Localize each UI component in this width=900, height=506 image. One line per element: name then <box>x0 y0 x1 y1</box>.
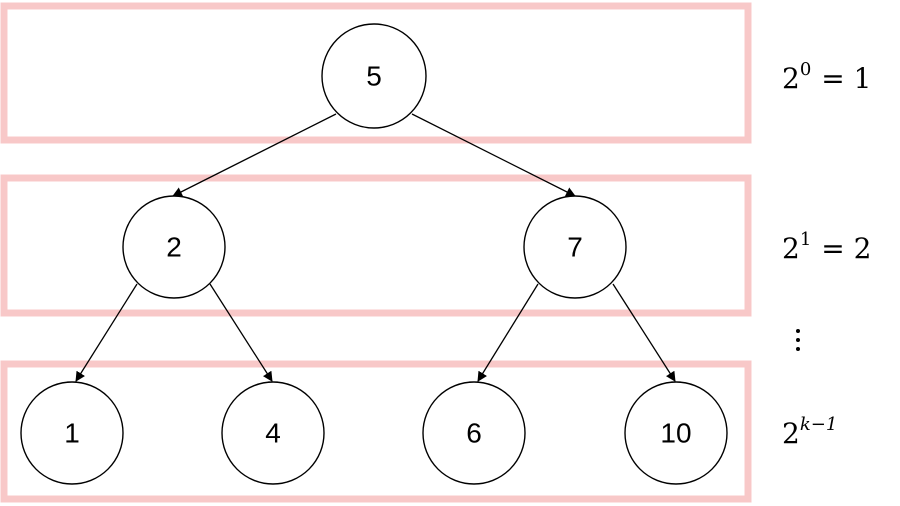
node-label: 6 <box>466 418 482 449</box>
level-count-1: 21 = 2 <box>782 229 871 265</box>
node-label: 5 <box>366 61 382 92</box>
tree-node-left-right: 4 <box>221 381 325 485</box>
count-base: 2 <box>782 62 800 95</box>
node-label: 2 <box>166 232 182 263</box>
node-label: 7 <box>567 232 583 263</box>
edge-right-right-right <box>612 283 676 382</box>
count-equals: = 1 <box>821 62 871 95</box>
node-circle <box>422 381 526 485</box>
node-circle <box>20 381 124 485</box>
count-exponent: 1 <box>800 229 811 250</box>
vertical-ellipsis-icon <box>796 329 800 351</box>
edge-left-left-left <box>75 283 138 382</box>
edge-right-right-left <box>477 283 539 382</box>
node-label: 1 <box>64 418 80 449</box>
node-label: 4 <box>265 418 281 449</box>
level-count-0: 20 = 1 <box>782 59 871 95</box>
tree-edges <box>75 113 676 382</box>
level-count-k: 2k−1 <box>782 414 837 450</box>
tree-node-root: 5 <box>321 23 427 129</box>
node-circle <box>122 195 226 299</box>
count-exponent: 0 <box>800 59 811 80</box>
level-box-1 <box>0 174 752 317</box>
tree-node-left-left: 1 <box>20 381 124 485</box>
tree-node-right-right: 10 <box>624 381 728 485</box>
node-circle <box>221 381 325 485</box>
count-base: 2 <box>782 232 800 265</box>
edge-left-left-right <box>209 283 273 382</box>
count-equals: = 2 <box>821 232 871 265</box>
level-box-2 <box>0 360 752 503</box>
node-circle <box>523 195 627 299</box>
tree-node-right: 7 <box>523 195 627 299</box>
node-circle <box>321 23 427 129</box>
count-base: 2 <box>782 417 800 450</box>
node-label: 10 <box>660 418 691 449</box>
level-box-0 <box>0 2 752 144</box>
tree-node-right-left: 6 <box>422 381 526 485</box>
edge-root-left <box>172 113 337 197</box>
node-circle <box>624 381 728 485</box>
edge-root-right <box>411 113 576 197</box>
count-exponent: k−1 <box>800 414 837 435</box>
tree-node-left: 2 <box>122 195 226 299</box>
